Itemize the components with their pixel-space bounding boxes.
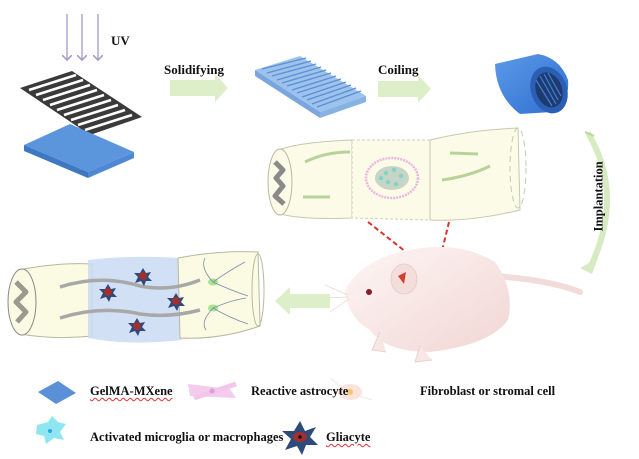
grooved-scaffold-icon xyxy=(255,56,366,118)
legend-label: Activated microglia or macrophages xyxy=(90,430,284,444)
photomask-icon xyxy=(20,71,142,135)
gliacyte-icon xyxy=(99,284,117,302)
legend-label: Fibroblast or stromal cell xyxy=(420,384,556,398)
legend-item-fibroblast: Fibroblast or stromal cell xyxy=(420,384,555,399)
legend-item-gliacyte: Gliacyte xyxy=(326,430,370,445)
gliacyte-icon xyxy=(167,293,185,311)
gelma-sheet-icon xyxy=(24,124,134,178)
coiling-label: Coiling xyxy=(378,62,419,77)
regenerated-spinal-cord-icon xyxy=(7,251,265,343)
implantation-arrowtail-icon xyxy=(584,131,595,137)
legend-item-reactive-astrocyte: Reactive astrocyte xyxy=(251,384,348,399)
coiled-conduit-icon xyxy=(495,54,569,114)
regeneration-arrow-icon xyxy=(275,287,330,315)
legend-gliacyte-icon xyxy=(282,421,318,455)
implantation-arrow-icon xyxy=(585,131,610,270)
legend-microglia-icon xyxy=(36,416,66,444)
gliacyte-icon xyxy=(134,268,152,286)
rat-icon xyxy=(321,246,583,363)
solidifying-arrow-icon xyxy=(170,74,228,102)
uv-label: UV xyxy=(111,33,130,48)
gliacyte-icon xyxy=(128,318,146,336)
implantation-arrowhead-icon xyxy=(580,258,598,274)
implantation-label: Implantation xyxy=(591,161,606,232)
solidifying-label: Solidifying xyxy=(164,62,224,77)
legend-reactive-astrocyte-icon xyxy=(188,381,237,401)
legend-fibroblast-icon xyxy=(329,377,373,401)
legend-label: GelMA-MXene xyxy=(90,384,173,398)
gliacyte-cluster xyxy=(99,268,185,336)
legend-item-microglia: Activated microglia or macrophages xyxy=(90,430,283,445)
injured-spinal-cord-icon xyxy=(267,127,527,221)
coiling-arrow-icon xyxy=(378,75,431,103)
legend-gelma-mxene-sheet-icon xyxy=(38,381,76,404)
uv-arrows-icon xyxy=(67,14,98,60)
legend-label: Gliacyte xyxy=(326,430,371,444)
legend-label: Reactive astrocyte xyxy=(251,384,349,398)
legend-item-gelma-mxene: GelMA-MXene xyxy=(90,384,173,399)
